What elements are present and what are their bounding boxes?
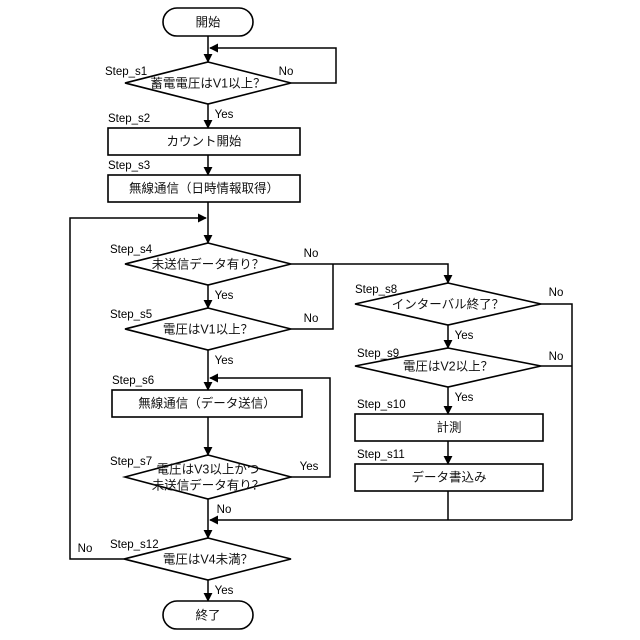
connector-layer	[69, 36, 573, 602]
s12-step-label: Step_s12	[110, 539, 159, 551]
node-s10[interactable]: 計測	[354, 413, 544, 442]
s6-step-label: Step_s6	[112, 375, 154, 387]
s7-decision-shape	[121, 454, 295, 500]
connector-s1-no-loop	[209, 43, 337, 84]
connector-s7-yes-s6	[209, 373, 331, 478]
start-label: 開始	[195, 15, 221, 29]
s3-text: 無線通信（日時情報取得）	[129, 180, 279, 195]
s5-step-label: Step_s5	[110, 309, 152, 321]
s6-process-shape	[111, 389, 303, 418]
node-end[interactable]: 終了	[162, 600, 254, 630]
s10-step-label: Step_s10	[357, 399, 406, 411]
s10-process-shape	[354, 413, 544, 442]
s2-step-label: Step_s2	[108, 113, 150, 125]
s7-no-label: No	[217, 504, 232, 516]
s9-decision-shape	[354, 347, 542, 388]
connector-s8-no-rail	[541, 303, 573, 520]
s4-step-label: Step_s4	[110, 244, 153, 256]
s8-step-label: Step_s8	[355, 284, 397, 296]
s1-step-label: Step_s1	[105, 66, 147, 78]
connector-s12-no-loop	[69, 213, 207, 560]
node-s11[interactable]: データ書込み	[354, 463, 544, 492]
connector-s5-no-s8	[291, 264, 334, 330]
node-s1[interactable]: 蓄電電圧はV1以上？	[124, 61, 292, 105]
s2-process-shape	[107, 127, 301, 156]
s4-decision-shape	[124, 242, 292, 286]
s5-decision-shape	[124, 307, 292, 351]
s8-decision-shape	[354, 282, 542, 326]
s11-text: データ書込み	[411, 469, 486, 484]
connector-s4-no-s8	[291, 263, 453, 284]
s3-step-label: Step_s3	[108, 160, 150, 172]
s12-no-label: No	[78, 543, 93, 555]
s1-decision-shape	[124, 61, 292, 105]
node-s4[interactable]: 未送信データ有り？	[124, 242, 292, 286]
node-s7[interactable]: 電圧はV3以上かつ 未送信データ有り？	[121, 454, 295, 500]
s11-step-label: Step_s11	[357, 449, 405, 461]
s8-no-label: No	[549, 287, 564, 299]
s7-step-label: Step_s7	[110, 456, 152, 468]
node-s6[interactable]: 無線通信（データ送信）	[111, 389, 303, 418]
node-start[interactable]: 開始	[162, 7, 254, 37]
s12-yes-label: Yes	[215, 585, 234, 597]
s3-process-shape	[107, 174, 301, 203]
node-s5[interactable]: 電圧はV1以上？	[124, 307, 292, 351]
s4-no-label: No	[304, 248, 319, 260]
s8-text: インターバル終了？	[392, 296, 504, 311]
end-terminator-shape	[162, 600, 254, 630]
s12-decision-shape	[123, 537, 292, 581]
s9-no-label: No	[549, 351, 564, 363]
end-label: 終了	[195, 607, 220, 622]
s12-text: 電圧はV4未満？	[163, 552, 253, 566]
s5-no-label: No	[304, 313, 319, 325]
s10-text: 計測	[436, 419, 461, 434]
s9-step-label: Step_s9	[357, 348, 399, 360]
node-s3[interactable]: 無線通信（日時情報取得）	[107, 174, 301, 203]
s4-yes-label: Yes	[215, 290, 234, 302]
s8-yes-label: Yes	[455, 330, 474, 342]
node-s12[interactable]: 電圧はV4未満？	[123, 537, 292, 581]
s9-yes-label: Yes	[455, 392, 474, 404]
node-s2[interactable]: カウント開始	[107, 127, 301, 156]
node-s9[interactable]: 電圧はV2以上？	[354, 347, 542, 388]
start-terminator-shape	[162, 7, 254, 37]
s7-yes-label: Yes	[300, 461, 319, 473]
s1-no-label: No	[279, 66, 294, 78]
s9-text: 電圧はV2以上？	[403, 359, 493, 373]
node-s8[interactable]: インターバル終了？	[354, 282, 542, 326]
s6-text: 無線通信（データ送信）	[138, 395, 276, 410]
s11-process-shape	[354, 463, 544, 492]
s7-text-line2: 未送信データ有り？	[152, 477, 265, 492]
s2-text: カウント開始	[166, 134, 242, 148]
s4-text: 未送信データ有り？	[152, 256, 265, 271]
s7-text-line1: 電圧はV3以上かつ	[157, 462, 260, 476]
s5-yes-label: Yes	[215, 355, 234, 367]
s1-text: 蓄電電圧はV1以上？	[150, 76, 265, 90]
s5-text: 電圧はV1以上？	[163, 322, 253, 336]
s1-yes-label: Yes	[215, 109, 234, 121]
